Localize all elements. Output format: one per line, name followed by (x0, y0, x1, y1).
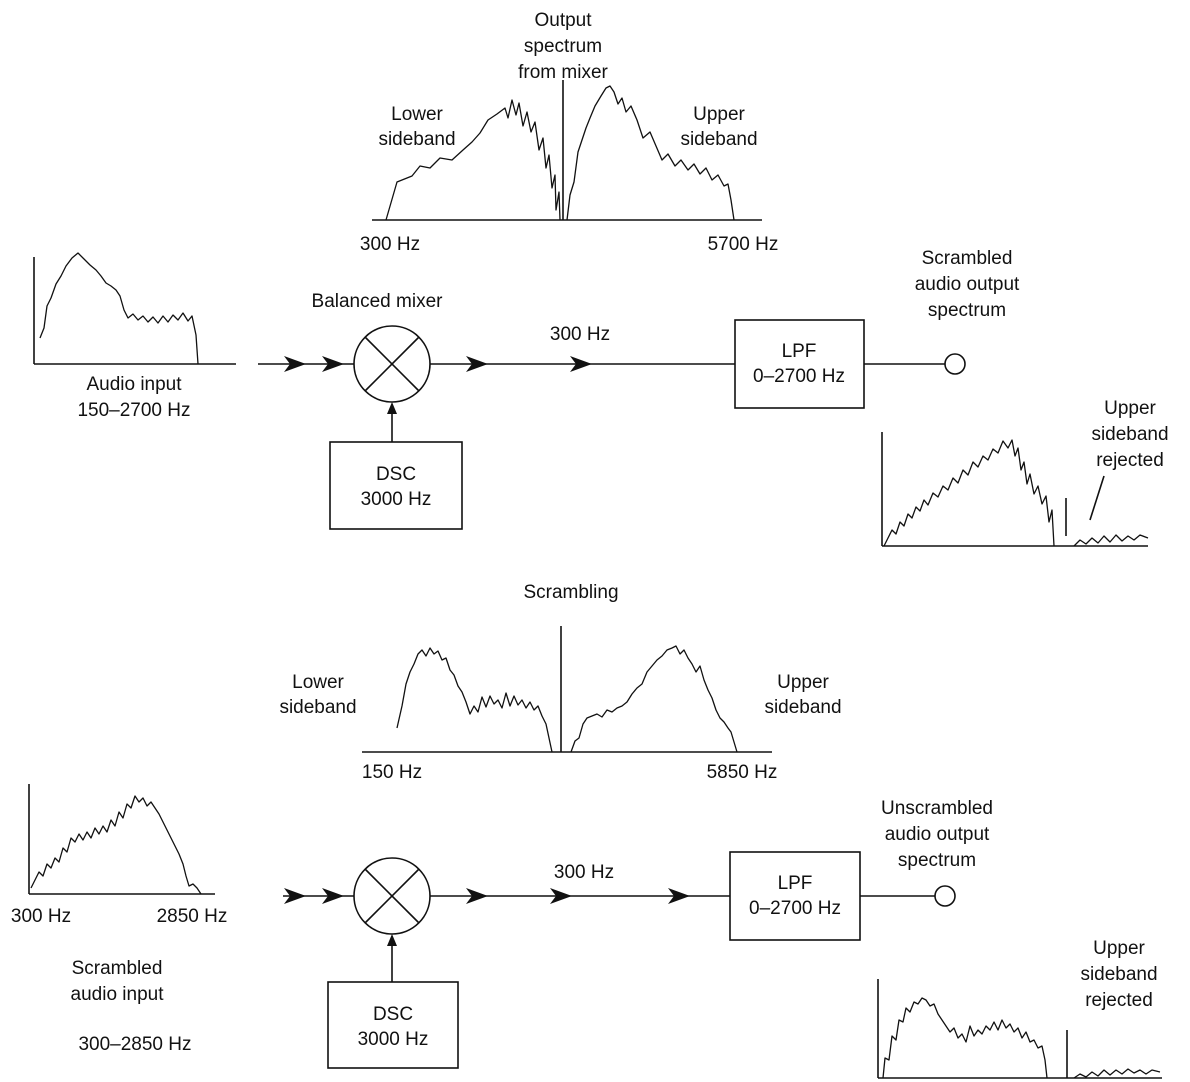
scrambled-input-label-line-1: Scrambled (72, 958, 163, 979)
balanced-mixer-label: Balanced mixer (312, 291, 444, 312)
upper-sideband-curve (570, 645, 738, 753)
scrambled-input-axis-low: 300 Hz (11, 906, 71, 927)
scrambled-output-label-line-1: Scrambled (922, 248, 1013, 269)
mixer-output-title-line-3: from mixer (518, 62, 608, 83)
rejected-sideband-residual (1073, 1068, 1161, 1079)
dsc-frequency: 3000 Hz (358, 1029, 429, 1050)
input-arrow-1 (284, 888, 306, 904)
audio-input-label-line-1: Audio input (86, 374, 182, 395)
lpf-range: 0–2700 Hz (749, 898, 841, 919)
dsc-to-mixer-arrow (387, 934, 397, 946)
descrambler-mixer-output-spectrum: Lower sideband Upper sideband 150 Hz 585… (279, 626, 842, 783)
lpf-box (729, 851, 861, 941)
rejected-label-line-2: sideband (1080, 964, 1157, 985)
mixer-output-title-line-2: spectrum (524, 36, 602, 57)
lower-sideband-label-line-2: sideband (378, 129, 455, 150)
scrambler-signal-chain: Balanced mixer 300 Hz DSC 3000 Hz LPF 0–… (258, 248, 1020, 530)
lower-sideband-label-line-2: sideband (279, 697, 356, 718)
unscrambled-output-curve (882, 997, 1048, 1079)
dsc-label: DSC (376, 464, 416, 485)
dsc-oscillator-box (327, 981, 459, 1069)
freq-high-label: 5850 Hz (707, 762, 778, 783)
scrambled-input-range: 300–2850 Hz (78, 1034, 191, 1055)
lpf-range: 0–2700 Hz (753, 366, 845, 387)
dsc-to-mixer-arrow (387, 402, 397, 414)
upper-sideband-label-line-1: Upper (777, 672, 829, 693)
upper-sideband-label-line-1: Upper (693, 104, 745, 125)
scrambled-output-label-line-2: audio output (915, 274, 1020, 295)
scrambled-input-curve (30, 795, 202, 895)
mixer-cross-b (364, 868, 420, 924)
lpf-box (734, 319, 865, 409)
upper-sideband-curve (566, 85, 735, 221)
upper-sideband-label-line-2: sideband (680, 129, 757, 150)
scrambled-input-axis-high: 2850 Hz (157, 906, 228, 927)
rejected-label-line-3: rejected (1085, 990, 1153, 1011)
output-terminal (934, 885, 956, 907)
mixer-cross-b (364, 336, 420, 392)
mixer-output-arrow-2 (570, 356, 592, 372)
mixer-output-arrow-2 (550, 888, 572, 904)
lpf-label: LPF (778, 873, 813, 894)
lpf-label: LPF (782, 341, 817, 362)
freq-low-label: 150 Hz (362, 762, 422, 783)
freq-high-label: 5700 Hz (708, 234, 779, 255)
scrambled-output-spectrum: Upper sideband rejected (881, 398, 1169, 547)
mixer-output-arrow-1 (466, 356, 488, 372)
scrambled-audio-input-spectrum: 300 Hz 2850 Hz Scrambled audio input 300… (11, 784, 227, 1055)
unscrambled-output-label-line-2: audio output (885, 824, 990, 845)
input-arrow-1 (284, 356, 306, 372)
rejected-pointer (1089, 475, 1105, 521)
input-arrow-2 (322, 888, 344, 904)
scrambled-output-curve (883, 439, 1055, 547)
scrambled-output-label-line-3: spectrum (928, 300, 1006, 321)
lower-sideband-curve (385, 99, 561, 221)
rejected-label-line-1: Upper (1104, 398, 1156, 419)
freq-low-label: 300 Hz (360, 234, 420, 255)
line-frequency-label: 300 Hz (550, 324, 610, 345)
line-frequency-label: 300 Hz (554, 862, 614, 883)
scrambled-input-label-line-2: audio input (71, 984, 165, 1005)
unscrambled-output-label-line-3: spectrum (898, 850, 976, 871)
descrambler-signal-chain: 300 Hz DSC 3000 Hz LPF 0–2700 Hz Unscram… (283, 798, 993, 1069)
mixer-output-arrow-3 (668, 888, 690, 904)
rejected-label-line-3: rejected (1096, 450, 1164, 471)
unscrambled-output-spectrum: Upper sideband rejected (877, 938, 1162, 1079)
lower-sideband-label-line-1: Lower (292, 672, 344, 693)
lower-sideband-curve (396, 647, 553, 753)
dsc-oscillator-box (329, 441, 463, 530)
rejected-label-line-2: sideband (1091, 424, 1168, 445)
upper-sideband-label-line-2: sideband (764, 697, 841, 718)
scrambler-mixer-output-spectrum: Output spectrum from mixer Lower sideban… (360, 10, 778, 255)
mixer-output-title-line-1: Output (534, 10, 592, 31)
audio-input-spectrum: Audio input 150–2700 Hz (33, 252, 236, 421)
rejected-sideband-residual (1073, 534, 1149, 547)
audio-input-curve (39, 252, 199, 365)
dsc-frequency: 3000 Hz (361, 489, 432, 510)
rejected-label-line-1: Upper (1093, 938, 1145, 959)
lower-sideband-label-line-1: Lower (391, 104, 443, 125)
section-title: Scrambling (523, 582, 618, 603)
unscrambled-output-label-line-1: Unscrambled (881, 798, 993, 819)
input-arrow-2 (322, 356, 344, 372)
audio-input-label-line-2: 150–2700 Hz (77, 400, 190, 421)
output-terminal (944, 353, 966, 375)
dsc-label: DSC (373, 1004, 413, 1025)
mixer-output-arrow-1 (466, 888, 488, 904)
